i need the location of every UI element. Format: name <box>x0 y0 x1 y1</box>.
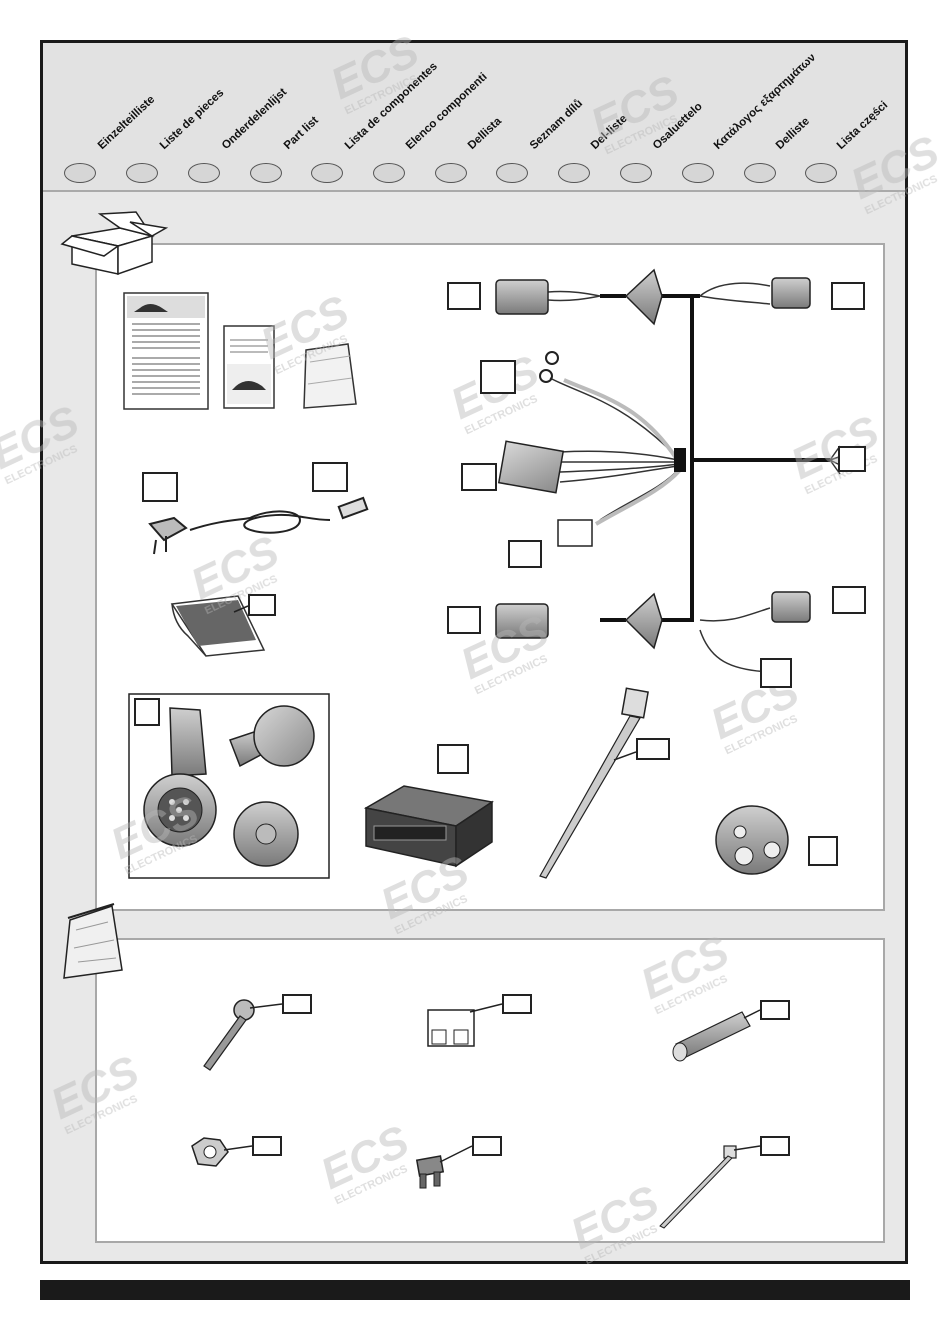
quantity-oval <box>805 163 837 183</box>
quantity-box <box>134 698 160 726</box>
bag-contents-panel <box>95 938 885 1243</box>
quantity-box <box>461 463 497 491</box>
quantity-oval <box>435 163 467 183</box>
quantity-box <box>480 360 516 394</box>
connector-cable <box>148 496 369 555</box>
butt-connector-part <box>672 1011 751 1062</box>
quantity-oval <box>126 163 158 183</box>
quantity-oval <box>682 163 714 183</box>
quantity-box <box>248 594 276 616</box>
quantity-box <box>437 744 469 774</box>
quantity-box <box>831 282 865 310</box>
quantity-box <box>508 540 542 568</box>
screw-part <box>203 999 255 1071</box>
quantity-box <box>760 1136 790 1156</box>
quantity-box <box>636 738 670 760</box>
nut-part <box>191 1137 229 1167</box>
quantity-oval <box>744 163 776 183</box>
quantity-box <box>502 994 532 1014</box>
small-cable-tie-part <box>659 1145 737 1229</box>
quantity-box <box>838 446 866 472</box>
trailer-socket-panel <box>128 693 330 879</box>
open-box-icon <box>60 211 169 276</box>
quantity-oval <box>250 163 282 183</box>
connector-housing-part <box>427 1009 475 1047</box>
footer-bar <box>40 1280 910 1300</box>
quantity-box <box>252 1136 282 1156</box>
quantity-oval <box>373 163 405 183</box>
cable-grommet <box>715 805 789 875</box>
quantity-box <box>760 658 792 688</box>
quantity-oval <box>496 163 528 183</box>
quantity-box <box>142 472 178 502</box>
plastic-bag-icon <box>63 903 123 979</box>
quantity-box <box>312 462 348 492</box>
quantity-box <box>447 606 481 634</box>
quantity-box <box>808 836 838 866</box>
quantity-box <box>760 1000 790 1020</box>
instruction-manual-icon <box>123 292 275 410</box>
quantity-box <box>282 994 312 1014</box>
quantity-oval <box>558 163 590 183</box>
wiring-harness <box>495 268 843 673</box>
quantity-box <box>472 1136 502 1156</box>
electronic-module <box>363 785 494 868</box>
quantity-box <box>832 586 866 614</box>
quantity-oval <box>311 163 343 183</box>
quantity-box <box>447 282 481 310</box>
quantity-oval <box>620 163 652 183</box>
large-cable-tie <box>539 687 649 879</box>
quantity-oval <box>188 163 220 183</box>
quantity-oval <box>64 163 96 183</box>
fuse-part <box>415 1155 445 1189</box>
small-parts-bag-icon <box>303 343 357 409</box>
